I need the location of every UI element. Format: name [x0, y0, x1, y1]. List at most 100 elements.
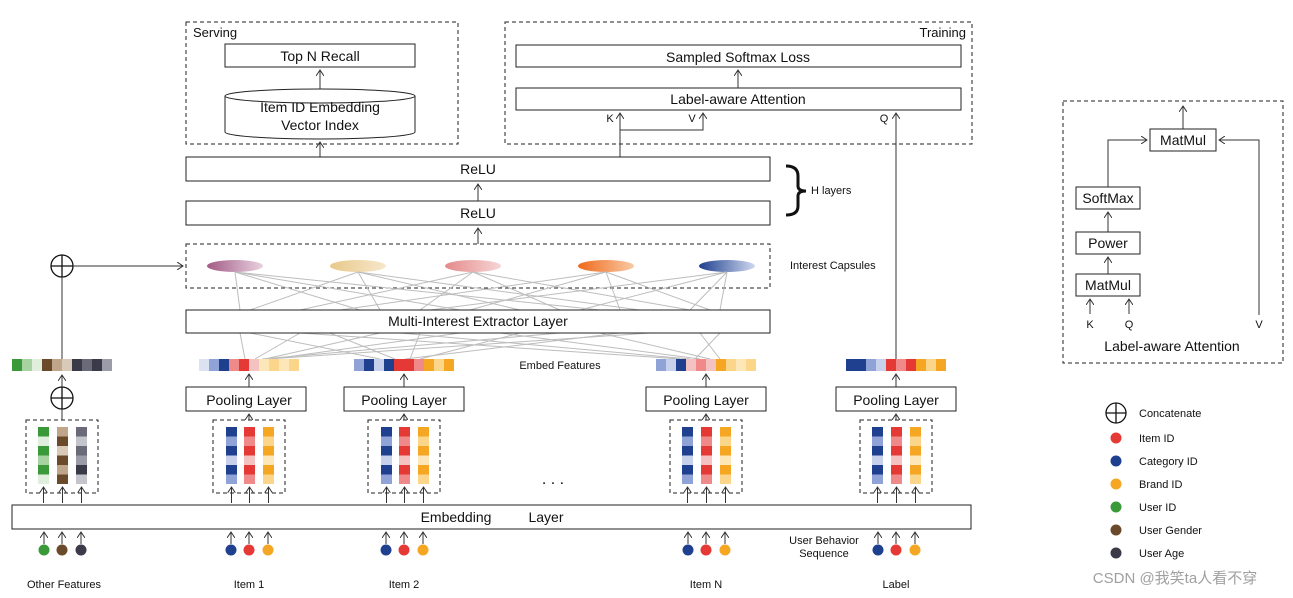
pooling-layer-box-1: [185, 386, 307, 412]
embed-strip-label-cell-8: [926, 359, 936, 371]
item-2-group-col-0-cell-2: [381, 446, 392, 456]
label-group-col-2-cell-1: [910, 436, 921, 446]
input-dot-0-1: [56, 544, 68, 556]
item-2-group-col-2-cell-2: [418, 446, 429, 456]
user-behavior-line2: Sequence: [799, 548, 849, 560]
routing-line-top-2: [234, 271, 461, 311]
embed-strip-item-1-cell-0: [199, 359, 209, 371]
item-1-group-col-0-cell-3: [226, 455, 237, 465]
item-2-group-col-0-cell-3: [381, 455, 392, 465]
routing-line-top-9: [419, 271, 474, 311]
user-behavior-line1: User Behavior: [789, 535, 859, 547]
embed-strip-item-1-cell-1: [209, 359, 219, 371]
item-n-group-col-0-cell-5: [682, 474, 693, 484]
other-features-group-col-2-cell-2: [76, 446, 87, 456]
embed-strip-other-cell-0: [12, 359, 22, 371]
other-features-group-col-1-cell-2: [57, 446, 68, 456]
embed-strip-item-n-cell-2: [676, 359, 686, 371]
item-n-group-col-1: [701, 427, 712, 503]
embed-strip-label-cell-9: [936, 359, 946, 371]
routing-line-top-0: [234, 271, 241, 311]
pooling-layer-box-3: [645, 386, 767, 412]
routing-line-bottom-9: [419, 332, 521, 360]
interest-capsule-2: [330, 260, 386, 272]
detail-q-label: Q: [1125, 319, 1134, 331]
input-dot-2-1: [398, 544, 410, 556]
embed-strip-item-2: [354, 359, 454, 371]
routing-line-top-4: [249, 271, 359, 311]
training-region: [504, 21, 973, 145]
other-features-group-col-2-cell-0: [76, 427, 87, 437]
other-features-group-col-2: [76, 427, 87, 503]
embed-strip-label-cell-0: [846, 359, 856, 371]
item-2-group-col-1-cell-1: [399, 436, 410, 446]
pooling-layer-box-2: [343, 386, 465, 412]
routing-line-bottom-10: [404, 332, 621, 360]
routing-line-top-1: [234, 271, 361, 311]
item-n-group-col-1-cell-4: [701, 465, 712, 475]
input-dot-2-2: [417, 544, 429, 556]
routing-line-top-10: [472, 271, 561, 311]
other-features-group-col-0-cell-5: [38, 474, 49, 484]
embed-strip-item-1-cell-9: [289, 359, 299, 371]
item-1-group-col-1-cell-1: [244, 436, 255, 446]
item-1-group-col-2-cell-2: [263, 446, 274, 456]
routing-line-top-16: [429, 271, 728, 311]
embed-strip-item-1-cell-5: [249, 359, 259, 371]
item-n-group-col-1-cell-3: [701, 455, 712, 465]
matmul-bottom-label: MatMul: [1085, 277, 1131, 293]
embed-strip-item-2-cell-6: [414, 359, 424, 371]
item-n-group-col-2-cell-2: [720, 446, 731, 456]
input-dot-0-2: [75, 544, 87, 556]
embed-strip-other-cell-1: [22, 359, 32, 371]
legend-label-4: User ID: [1139, 502, 1176, 514]
embed-strip-item-1-cell-6: [259, 359, 269, 371]
pooling-layer-label-3: Pooling Layer: [663, 392, 749, 408]
embed-strip-item-2-cell-5: [404, 359, 414, 371]
extractor-label: Multi-Interest Extractor Layer: [388, 313, 568, 329]
matmul-top-label: MatMul: [1160, 132, 1206, 148]
item-2-group-col-0-cell-5: [381, 474, 392, 484]
relu-bottom-box: [185, 200, 771, 226]
label-group-col-0-cell-3: [872, 455, 883, 465]
input-dot-1-1: [243, 544, 255, 556]
legend-dot-5: [1110, 524, 1122, 536]
item-2-group-col-2: [418, 427, 429, 503]
input-dot-1-0: [225, 544, 237, 556]
label-label: Label: [883, 579, 910, 591]
item-2-group-col-2-cell-0: [418, 427, 429, 437]
legend-label-3: Brand ID: [1139, 479, 1182, 491]
item-n-group-col-2-cell-3: [720, 455, 731, 465]
item-n-group-frame: [669, 419, 743, 494]
label-group-col-2-cell-3: [910, 455, 921, 465]
embed-strip-item-1-cell-7: [269, 359, 279, 371]
routing-line-bottom-11: [299, 332, 681, 360]
routing-line-top-17: [579, 271, 728, 311]
input-dot-4-2: [909, 544, 921, 556]
embed-strip-item-2-cell-1: [364, 359, 374, 371]
embed-strip-item-n-cell-9: [746, 359, 756, 371]
item-1-group-col-0-cell-4: [226, 465, 237, 475]
label-group-col-0: [872, 427, 883, 503]
embed-strip-item-n-cell-1: [666, 359, 676, 371]
item-1-group-col-0-cell-0: [226, 427, 237, 437]
item-1-group-col-2: [263, 427, 274, 503]
embed-strip-item-1-cell-8: [279, 359, 289, 371]
input-dot-2-0: [380, 544, 392, 556]
embed-strip-item-n-cell-5: [706, 359, 716, 371]
embed-strip-other-cell-3: [42, 359, 52, 371]
embed-strip-other: [12, 359, 112, 371]
item-1-group-col-2-cell-5: [263, 474, 274, 484]
label-group-col-1-cell-2: [891, 446, 902, 456]
embed-strip-label-cell-6: [906, 359, 916, 371]
embed-strip-label-cell-7: [916, 359, 926, 371]
interest-capsules-label: Interest Capsules: [790, 260, 876, 272]
label-group-col-1-cell-0: [891, 427, 902, 437]
embed-strip-other-cell-5: [62, 359, 72, 371]
other-features-group-col-0-cell-4: [38, 465, 49, 475]
serving-title: Serving: [193, 25, 237, 40]
item-2-group-col-1-cell-5: [399, 474, 410, 484]
label-group-col-1-cell-5: [891, 474, 902, 484]
embed-strip-label-cell-1: [856, 359, 866, 371]
